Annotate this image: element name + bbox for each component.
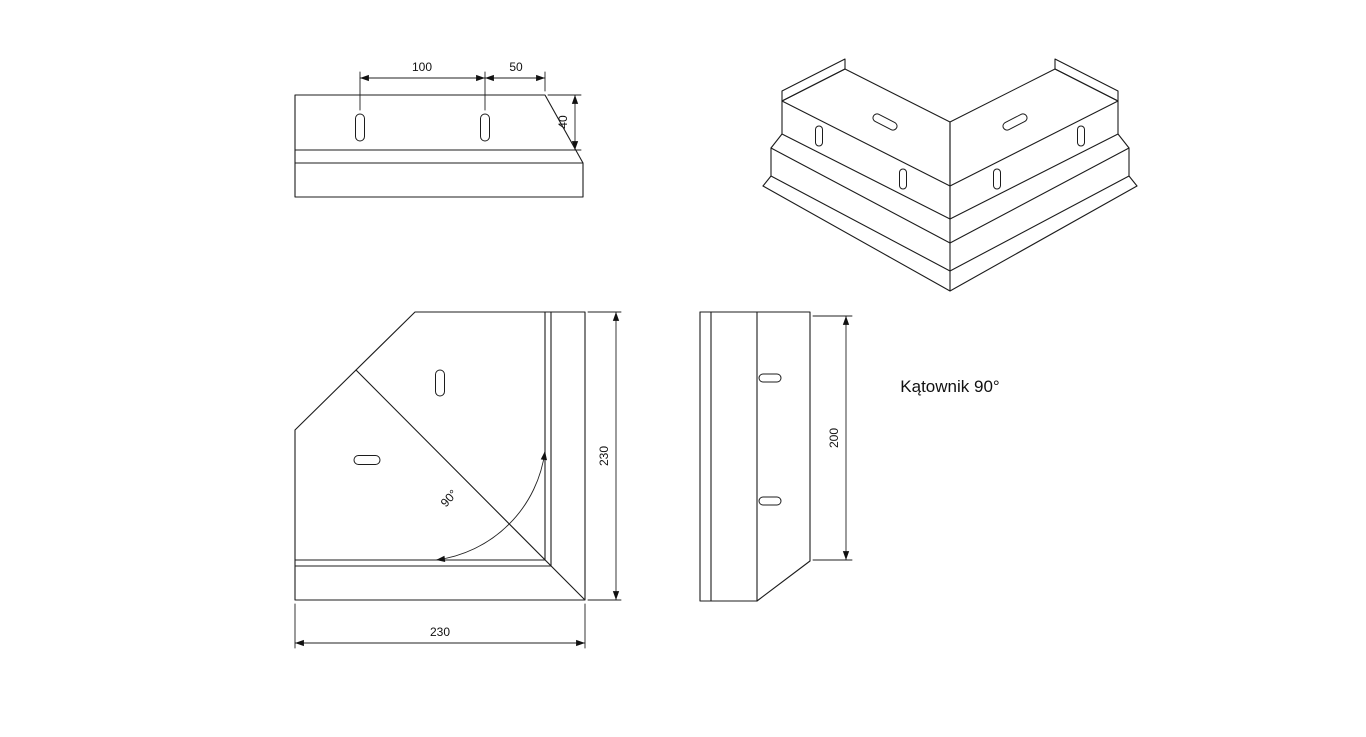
iso-right-upstand xyxy=(1054,58,1119,102)
iso-left-upstand xyxy=(781,58,846,102)
iso-top-slot-left xyxy=(872,113,898,131)
iso-top-slot-right xyxy=(1002,113,1028,131)
iso-right-end-steps xyxy=(1117,133,1138,187)
dim-label-plan-horizontal: 230 xyxy=(430,625,450,639)
side-flare-diagonal xyxy=(756,560,811,602)
side-slot-1 xyxy=(758,373,782,383)
dim-label-side-length: 200 xyxy=(827,428,841,448)
side-slot-2 xyxy=(758,496,782,506)
plan-view: 90° 230 230 xyxy=(294,311,622,649)
isometric-view xyxy=(762,58,1138,292)
dim-label-slot-to-end: 50 xyxy=(509,60,523,74)
iso-face-slot-left-2 xyxy=(899,168,907,190)
front-outline xyxy=(294,94,584,198)
angle-arc xyxy=(435,450,548,563)
side-left-and-bottom xyxy=(699,311,758,602)
part-title: Kątownik 90° xyxy=(900,377,999,396)
iso-left-flange xyxy=(781,68,951,187)
side-top-and-right xyxy=(699,311,811,562)
front-view: 100 50 40 xyxy=(294,60,584,198)
iso-right-face xyxy=(949,100,1119,220)
plan-fold-lines-horizontal xyxy=(294,559,552,567)
side-view: 200 xyxy=(699,311,853,602)
front-slot-1 xyxy=(355,113,365,142)
plan-outline xyxy=(294,311,586,601)
dim-label-plan-vertical: 230 xyxy=(597,446,611,466)
iso-face-slot-right-2 xyxy=(993,168,1001,190)
dim-label-corner-angle: 90° xyxy=(438,487,461,510)
iso-left-face xyxy=(781,100,951,220)
iso-right-flange xyxy=(949,68,1119,187)
front-slot-2 xyxy=(480,113,490,142)
iso-left-end-steps xyxy=(762,133,783,187)
plan-slot-vertical-arm xyxy=(435,369,445,397)
dim-label-slot-spacing: 100 xyxy=(412,60,432,74)
iso-face-slot-left-1 xyxy=(815,125,823,147)
plan-miter-line xyxy=(355,369,585,600)
plan-fold-lines-vertical xyxy=(544,311,552,567)
plan-slot-horizontal-arm xyxy=(353,455,381,465)
dim-label-face-height: 40 xyxy=(556,115,570,129)
iso-face-slot-right-1 xyxy=(1077,125,1085,147)
